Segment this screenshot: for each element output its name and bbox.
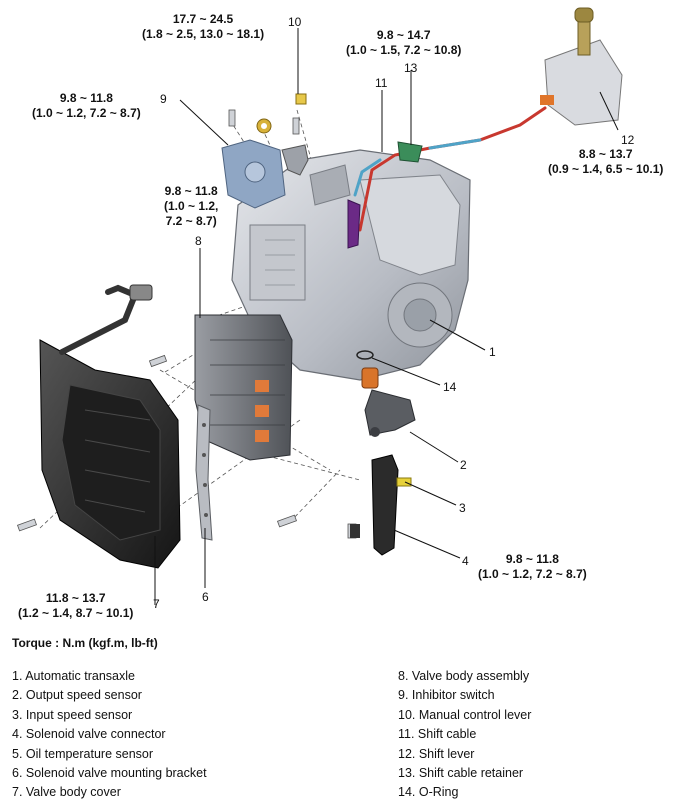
- callout-3: 3: [459, 501, 466, 515]
- legend-item: 1. Automatic transaxle: [12, 669, 135, 683]
- legend-item: 12. Shift lever: [398, 746, 475, 761]
- torque-value-imperial: (1.2 ~ 1.4, 8.7 ~ 10.1): [18, 606, 134, 620]
- legend-item: 13. Shift cable retainer: [398, 766, 524, 781]
- hose-clamp: [129, 284, 153, 301]
- legend-item: 14. O-Ring: [398, 785, 459, 800]
- torque-value-imperial: (1.0 ~ 1.5, 7.2 ~ 10.8): [346, 43, 462, 57]
- torque-value: 9.8 ~ 11.8: [164, 184, 218, 198]
- torque-value: 11.8 ~ 13.7: [45, 591, 106, 605]
- legend-item: 4. Solenoid valve connector: [12, 727, 166, 742]
- callout-13: 13: [404, 61, 418, 75]
- legend-item: 2. Output speed sensor: [12, 688, 142, 703]
- parts-legend-right: 8. Valve body assembly 9. Inhibitor swit…: [398, 667, 531, 803]
- torque-value-imperial: (1.0 ~ 1.2,: [164, 199, 219, 213]
- torque-value: 9.8 ~ 11.8: [505, 552, 559, 566]
- solenoid-valve-mounting-bracket: [195, 404, 213, 541]
- torque-unit-title: Torque : N.m (kgf.m, lb-ft): [12, 636, 158, 650]
- torque-label-10: 17.7 ~ 24.5 (1.8 ~ 2.5, 13.0 ~ 18.1): [142, 12, 264, 42]
- input-speed-sensor: [396, 477, 412, 487]
- lever-nut: [295, 93, 307, 105]
- legend-item: 10. Manual control lever: [398, 707, 532, 722]
- callout-4: 4: [462, 554, 469, 568]
- torque-value: 9.8 ~ 14.7: [376, 28, 431, 42]
- torque-label-12: 8.8 ~ 13.7 (0.9 ~ 1.4, 6.5 ~ 10.1): [548, 147, 663, 177]
- callout-9: 9: [160, 92, 167, 106]
- valve-body-assembly: [194, 314, 293, 461]
- torque-value-imperial: (1.0 ~ 1.2, 7.2 ~ 8.7): [32, 106, 141, 120]
- diagram-svg: [17, 7, 623, 605]
- legend-item: 7. Valve body cover: [12, 785, 121, 800]
- torque-value-imperial: (0.9 ~ 1.4, 6.5 ~ 10.1): [548, 162, 664, 176]
- washer-hole: [261, 123, 267, 129]
- o-ring: [356, 350, 374, 360]
- torque-value-imperial-cont: 7.2 ~ 8.7): [165, 214, 217, 228]
- legend-item: 5. Oil temperature sensor: [12, 746, 154, 761]
- valve-body-cover: [39, 339, 181, 569]
- automatic-transaxle: [231, 149, 471, 381]
- torque-value: 17.7 ~ 24.5: [172, 12, 234, 26]
- solenoid-valve-connector: [350, 454, 399, 556]
- torque-value-imperial: (1.8 ~ 2.5, 13.0 ~ 18.1): [142, 27, 265, 41]
- oil-temperature-sensor: [361, 367, 379, 389]
- callout-6: 6: [202, 590, 209, 604]
- callout-7: 7: [153, 597, 160, 611]
- inhibitor-switch: [221, 139, 286, 209]
- torque-label-4: 9.8 ~ 11.8 (1.0 ~ 1.2, 7.2 ~ 8.7): [478, 552, 587, 582]
- exploded-diagram: [17, 7, 623, 605]
- callout-10: 10: [288, 15, 302, 29]
- callout-12: 12: [621, 133, 635, 147]
- legend-item: 11. Shift cable: [398, 727, 477, 742]
- manual-control-lever: [281, 144, 309, 176]
- shift-cable-retainer: [397, 141, 423, 163]
- breather-hose: [59, 284, 139, 355]
- legend-item: 8. Valve body assembly: [398, 669, 530, 683]
- torque-value-imperial: (1.0 ~ 1.2, 7.2 ~ 8.7): [478, 567, 587, 581]
- output-speed-sensor: [364, 389, 416, 437]
- callout-2: 2: [460, 458, 467, 472]
- callout-8: 8: [195, 234, 202, 248]
- shift-cable: [353, 106, 547, 232]
- parts-legend-left: 1. Automatic transaxle 2. Output speed s…: [12, 667, 207, 803]
- torque-label-7: 11.8 ~ 13.7 (1.2 ~ 1.4, 8.7 ~ 10.1): [18, 591, 133, 621]
- cable-end: [347, 199, 361, 249]
- legend-item: 6. Solenoid valve mounting bracket: [12, 766, 207, 781]
- callout-14: 14: [443, 380, 457, 394]
- shift-lever: [540, 7, 623, 126]
- torque-value: 9.8 ~ 11.8: [59, 91, 113, 105]
- callout-11: 11: [375, 76, 388, 90]
- torque-value: 8.8 ~ 13.7: [578, 147, 633, 161]
- legend-item: 3. Input speed sensor: [12, 707, 133, 722]
- legend-item: 9. Inhibitor switch: [398, 688, 495, 703]
- callout-1: 1: [489, 345, 496, 359]
- torque-label-9: 9.8 ~ 11.8 (1.0 ~ 1.2, 7.2 ~ 8.7): [32, 91, 141, 121]
- torque-label-13: 9.8 ~ 14.7 (1.0 ~ 1.5, 7.2 ~ 10.8): [346, 28, 461, 58]
- torque-label-8: 9.8 ~ 11.8 (1.0 ~ 1.2, 7.2 ~ 8.7): [164, 184, 218, 229]
- leader-lines: [154, 28, 619, 605]
